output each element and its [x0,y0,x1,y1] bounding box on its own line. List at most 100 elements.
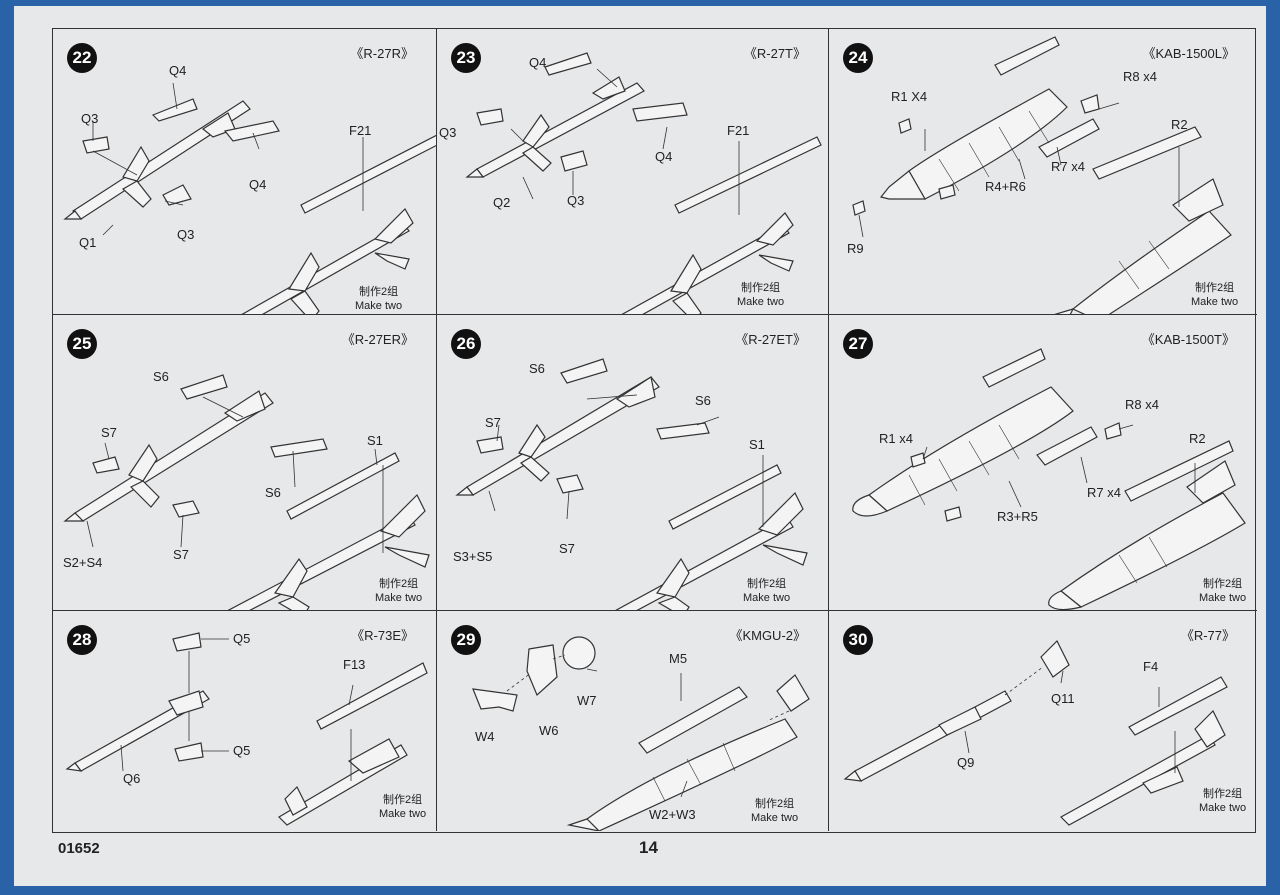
step-27-panel: 27 《KAB-1500T》 R8 x4 R1 x4 R2 R7 x4 R3+R… [829,315,1257,611]
part-label: Q5 [233,743,251,758]
part-label: R7 x4 [1051,159,1085,174]
ordnance-name: 《KMGU-2》 [729,628,806,643]
r-73e-drawing [65,632,428,826]
step-number-badge: 27 [843,329,873,359]
step-22-panel: 22 《R-27R》 Q4 Q3 F21 Q4 Q3 Q1 制作2组 Make … [53,29,437,315]
part-label: F21 [349,123,372,138]
part-label: F4 [1143,659,1159,674]
step-number-badge: 28 [67,625,97,655]
make-note-chinese: 制作2组 [358,286,399,298]
part-label: W6 [539,723,559,738]
ordnance-name: 《R-27R》 [350,46,414,61]
kab-1500t-drawing [852,348,1246,610]
make-note-chinese: 制作2组 [740,282,781,294]
part-label: Q3 [439,125,457,140]
make-note-english: Make two [1191,296,1239,308]
make-note-english: Make two [355,300,403,312]
make-two-note: 制作2组 Make two [1199,577,1246,605]
part-label: R8 x4 [1123,69,1157,84]
r-77-drawing [843,639,1228,826]
part-label: F21 [727,123,750,138]
r-27r-drawing [63,82,436,314]
part-label: Q3 [567,193,585,208]
step-24-panel: 24 《KAB-1500L》 R1 X4 R8 x4 R2 R7 x4 R4+R… [829,29,1257,315]
instruction-sheet: 22 《R-27R》 Q4 Q3 F21 Q4 Q3 Q1 制作2组 Make … [14,6,1266,886]
part-label: F13 [343,657,366,672]
part-label: R4+R6 [985,179,1026,194]
step-25-panel: 25 《R-27ER》 S6 S7 S1 S6 S2+S4 S7 制作2组 Ma… [53,315,437,611]
make-note-chinese: 制作2组 [1202,788,1243,800]
make-note-chinese: 制作2组 [1202,578,1243,590]
make-two-note: 制作2组 Make two [1191,281,1238,309]
part-label: Q5 [233,631,251,646]
part-label: R1 x4 [879,431,913,446]
part-label: Q11 [1051,691,1075,706]
step-number-badge: 25 [67,329,97,359]
part-label: R9 [847,241,864,256]
r-27er-drawing [63,374,430,610]
kit-number: 01652 [58,840,100,857]
step-number-badge: 30 [843,625,873,655]
ordnance-name: 《R-27ET》 [735,332,806,347]
step-number-badge: 26 [451,329,481,359]
part-label: R7 x4 [1087,485,1121,500]
part-label: W7 [577,693,597,708]
make-two-note: 制作2组 Make two [1199,787,1246,815]
make-note-english: Make two [379,808,427,820]
make-two-note: 制作2组 Make two [375,577,422,605]
ordnance-name: 《R-27T》 [743,46,806,61]
part-label: Q2 [493,195,511,210]
part-label: Q6 [123,771,141,786]
ordnance-name: 《R-73E》 [351,628,414,643]
make-two-note: 制作2组 Make two [379,793,426,821]
part-label: S7 [559,541,575,556]
part-label: Q4 [655,149,673,164]
make-note-english: Make two [375,592,423,604]
part-label: R1 X4 [891,89,928,104]
part-label: S2+S4 [63,555,103,570]
part-label: S3+S5 [453,549,493,564]
step-23-panel: 23 《R-27T》 Q4 Q3 F21 Q4 Q2 Q3 制作2组 Make … [437,29,829,315]
ordnance-name: 《R-27ER》 [341,332,414,347]
make-two-note: 制作2组 Make two [355,285,402,313]
part-label: S6 [695,393,711,408]
page-number: 14 [639,838,658,857]
step-number-badge: 23 [451,43,481,73]
part-label: S7 [101,425,117,440]
ordnance-name: 《KAB-1500T》 [1141,332,1235,347]
make-note-chinese: 制作2组 [754,798,795,810]
part-label: Q3 [81,111,99,126]
step-number-badge: 29 [451,625,481,655]
step-30-panel: 30 《R-77》 F4 Q11 Q9 制作2组 Make two [829,611,1257,831]
step-26-panel: 26 《R-27ET》 S6 S6 S7 S1 S3+S5 S7 制作2组 Ma… [437,315,829,611]
ordnance-name: 《R-77》 [1180,628,1235,643]
part-label: W4 [475,729,495,744]
steps-grid: 22 《R-27R》 Q4 Q3 F21 Q4 Q3 Q1 制作2组 Make … [52,28,1257,833]
make-note-chinese: 制作2组 [378,578,419,590]
step-29-panel: 29 《KMGU-2》 M5 W7 W6 W4 W2+W3 制作2组 Make … [437,611,829,831]
part-label: R2 [1189,431,1206,446]
make-two-note: 制作2组 Make two [737,281,784,309]
make-note-chinese: 制作2组 [746,578,787,590]
part-label: M5 [669,651,688,666]
make-two-note: 制作2组 Make two [743,577,790,605]
make-note-english: Make two [743,592,791,604]
part-label: S1 [367,433,383,448]
part-label: S6 [529,361,545,376]
kab-1500l-drawing [852,36,1232,314]
part-label: R3+R5 [997,509,1038,524]
part-label: Q9 [957,755,975,770]
make-two-note: 制作2组 Make two [751,797,798,825]
part-label: S6 [265,485,281,500]
part-label: S6 [153,369,169,384]
make-note-english: Make two [751,812,799,824]
ordnance-name: 《KAB-1500L》 [1142,46,1236,61]
step-28-panel: 28 《R-73E》 Q5 F13 Q5 Q6 制作2组 Make two [53,611,437,831]
step-number-badge: 24 [843,43,873,73]
make-note-english: Make two [737,296,785,308]
part-label: W2+W3 [649,807,696,822]
part-label: R8 x4 [1125,397,1159,412]
step-number-badge: 22 [67,43,97,73]
part-label: Q4 [169,63,187,78]
part-label: Q1 [79,235,97,250]
